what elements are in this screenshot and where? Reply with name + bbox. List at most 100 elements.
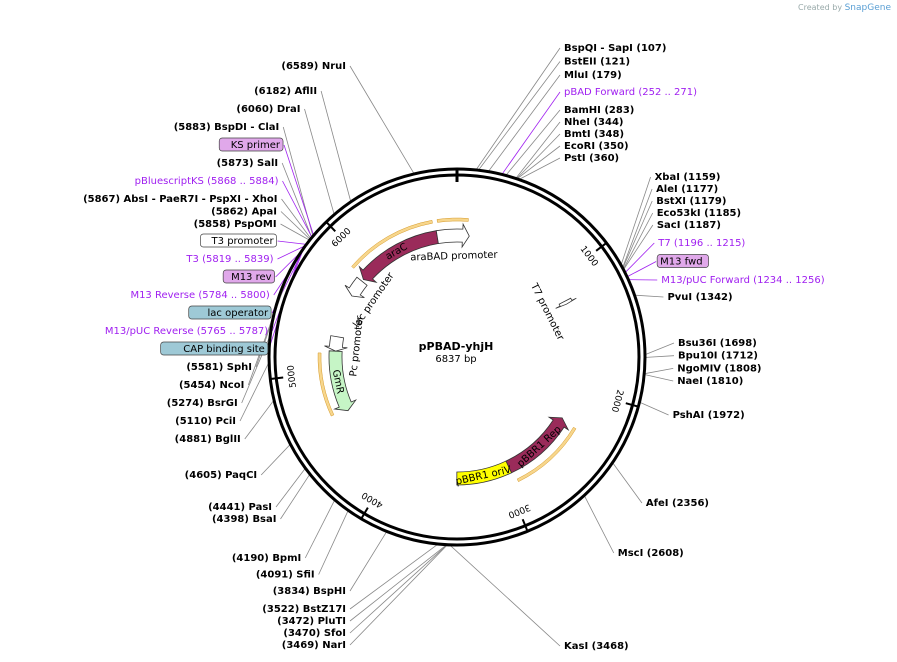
primer-m13-puc-reverse: M13/pUC Reverse (5765 .. 5787) [105,326,268,337]
leader-ngomiv [643,367,674,375]
orf-arabad-promoter [436,217,469,223]
leader-saci [622,224,654,271]
leader-bsphi [349,530,388,592]
plasmid-length: 6837 bp [435,354,476,365]
leader-sali [281,162,313,239]
leader-msci [583,494,615,554]
enzyme-bspdi: (5883) BspDI - ClaI [174,122,280,133]
enzyme-kasi: KasI (3468) [564,641,629,652]
label-nari: (3469) NarI [282,640,346,651]
labels: BspQI - SapI (107)BstEII (121)MluI (179)… [83,43,825,652]
leader-aflii [320,90,352,203]
enzyme-bsai: (4398) BsaI [212,514,277,525]
primer-t7: T7 (1196 .. 1215) [657,238,745,249]
primer-ks-primer: KS primer [218,137,284,152]
leader-psti [517,157,561,181]
box-t3-promoter [200,233,277,248]
leader-bmti [515,133,561,180]
enzyme-bsphi: (3834) BspHI [273,586,346,597]
tick-mark-4000 [360,507,369,520]
label-msci: MscI (2608) [618,548,684,559]
enzyme-xbai: XbaI (1159) [655,172,721,183]
feature-gmr [328,350,357,412]
label-pbad-forward: pBAD Forward (252 .. 271) [564,87,697,98]
leader-absi [281,198,312,240]
label-t3: T3 (5819 .. 5839) [185,254,273,265]
primer-cap-binding-site: CAP binding site [160,341,269,356]
tick-label-4000: 4000 [360,489,385,509]
enzyme-bsteii: BstEII (121) [564,57,630,68]
enzyme-ecori: EcoRI (350) [564,141,629,152]
leader-pbluescriptks [282,180,313,239]
enzyme-apai: (5862) ApaI [211,207,277,218]
label-pshai: PshAI (1972) [673,410,745,421]
leader-bstz17i [349,542,440,610]
label-bstz17i: (3522) BstZ17I [262,604,346,615]
label-apai: (5862) ApaI [211,207,277,218]
tick-mark-2000 [625,402,639,408]
label-cap-binding-site: CAP binding site [183,344,265,355]
label-pcii: (5110) PciI [175,416,236,427]
enzyme-alei: AleI (1177) [656,184,718,195]
label-bsrgi: (5274) BsrGI [167,398,238,409]
leader-paqci [260,443,292,476]
primer-m13-fwd: M13 fwd [656,254,709,268]
feature-pc-promoter [324,335,348,352]
feature-label-pbbr1-rep: pBBR1 Rep [515,424,563,470]
leader-ks-primer [283,144,315,237]
leader-alei [621,188,653,270]
label-naei: NaeI (1810) [677,376,743,387]
leader-pasi [275,467,307,508]
label-sfoi: (3470) SfoI [283,628,346,639]
enzyme-absi: (5867) AbsI - PaeR7I - PspXI - XhoI [83,194,277,205]
label-pspomi: (5858) PspOMI [194,219,277,230]
tick-label-2000: 2000 [609,388,625,413]
leader-bamhi [504,109,561,177]
enzyme-bpmi: (4190) BpmI [232,553,301,564]
leader-pvui [633,294,664,298]
enzyme-pluti: (3472) PluTI [277,616,346,627]
label-bspqi: BspQI - SapI (107) [564,43,666,54]
leader-sfii [318,509,350,575]
enzyme-drai: (6060) DraI [236,104,300,115]
enzyme-nari: (3469) NarI [282,640,346,651]
leader-apai [280,211,312,241]
feature-label-arabad-promoter: araBAD promoter [410,250,499,264]
label-ncoi: (5454) NcoI [179,380,244,391]
enzyme-nrui: (6589) NruI [281,61,346,72]
leader-nrui [349,65,416,176]
enzyme-sfii: (4091) SfiI [256,570,315,581]
leader-pcii [239,359,271,422]
leader-pluti [349,543,449,622]
enzyme-msci: MscI (2608) [618,548,684,559]
primer-t3: T3 (5819 .. 5839) [185,254,273,265]
label-alei: AleI (1177) [656,184,718,195]
primer-m13-puc-forward: M13/pUC Forward (1234 .. 1256) [661,275,824,286]
primer-m13-rev: M13 rev [222,269,275,284]
label-bpu10i: Bpu10I (1712) [678,351,758,362]
label-m13-puc-reverse: M13/pUC Reverse (5765 .. 5787) [105,326,268,337]
leader-bpu10i [643,355,675,358]
enzyme-ncoi: (5454) NcoI [179,380,244,391]
enzyme-sphi: (5581) SphI [186,362,252,373]
feature-label-gmr: GmR [330,369,346,395]
label-pasi: (4441) PasI [208,502,272,513]
orf-gmr [317,352,335,417]
enzyme-aflii: (6182) AflII [254,86,317,97]
feature-arac [358,230,439,284]
leader-bsteii [477,61,561,172]
label-bsphi: (3834) BspHI [273,586,346,597]
label-saci: SacI (1187) [657,220,721,231]
enzyme-bstxi: BstXI (1179) [656,196,726,207]
enzyme-bmti: BmtI (348) [564,129,624,140]
leader-eco53ki [622,212,654,271]
snapgene-credit: Created by SnapGene [798,3,891,13]
label-t7: T7 (1196 .. 1215) [657,238,745,249]
enzyme-bglii: (4881) BglII [175,434,241,445]
enzyme-pspomi: (5858) PspOMI [194,219,277,230]
label-lac-operator: lac operator [208,308,269,319]
label-nrui: (6589) NruI [281,61,346,72]
feature-arabad-promoter [435,222,470,249]
enzyme-sfoi: (3470) SfoI [283,628,346,639]
